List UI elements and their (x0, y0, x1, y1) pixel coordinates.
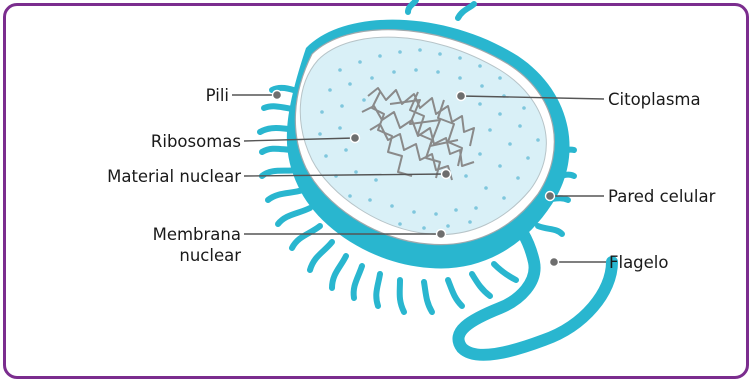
pili-marker (273, 91, 282, 100)
label-citoplasma: Citoplasma (608, 90, 701, 109)
ribosomas-marker (351, 134, 360, 143)
material-nuclear-marker (442, 170, 451, 179)
label-membrana-line2: nuclear (179, 246, 241, 265)
label-flagelo: Flagelo (609, 253, 669, 272)
label-pared-celular: Pared celular (608, 187, 716, 206)
label-ribosomas: Ribosomas (151, 132, 241, 151)
membrana-nuclear-marker (437, 230, 446, 239)
citoplasma-marker (457, 92, 466, 101)
pared-celular-marker (546, 192, 555, 201)
flagelo-marker (550, 258, 559, 267)
label-pili: Pili (206, 86, 229, 105)
label-membrana-line1: Membrana (153, 225, 241, 244)
label-material-nuclear: Material nuclear (107, 167, 241, 186)
